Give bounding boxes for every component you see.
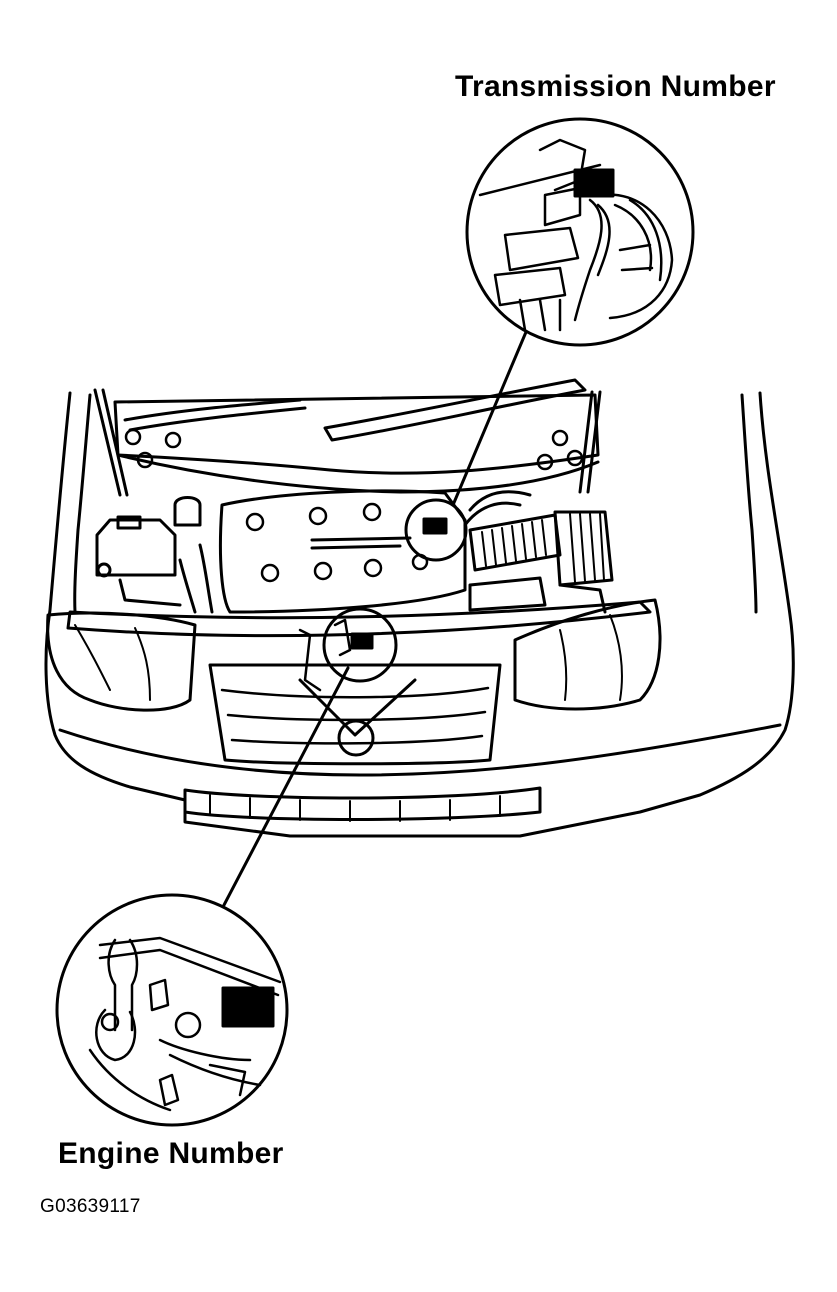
transmission-number-label: Transmission Number [455,70,776,103]
engine-number-plate [221,986,275,1028]
engine-target-circle [322,607,398,683]
grille-frame [208,663,502,766]
transmission-leader-line [451,330,528,507]
engine-number-callout [55,607,398,1127]
engine-number-label: Engine Number [58,1137,284,1170]
bumper-slats [209,794,501,822]
left-hoses [118,543,214,614]
transmission-target-circle [404,498,468,562]
crossbar-bolts [124,428,584,471]
car-body-outline [44,391,795,838]
air-intake-duct [468,513,562,572]
front-bumper [58,723,782,777]
upper-crossbar [116,453,600,494]
transmission-number-plate-small [422,517,448,535]
grille-center-v [298,678,417,737]
bumper-intake [183,786,542,821]
transmission-number-plate [573,168,615,198]
right-headlight-lens [559,614,623,701]
fluid-cap-left [96,562,112,578]
transmission-number-callout [404,117,695,562]
left-headlight-lens [74,624,151,701]
grille-emblem [337,719,375,757]
wiper-blade [323,378,587,442]
reservoir-cap [173,496,202,527]
engine-leader-line [222,666,350,907]
engine-magnified-view [55,893,289,1127]
radiator-support [66,600,652,638]
hood-strut-right [578,390,602,494]
car-front-view [44,378,795,838]
air-filter-box [553,510,614,587]
engine-detail [88,936,282,1112]
brake-fluid-reservoir [95,515,177,577]
right-headlight [513,598,662,711]
engine-target-detail [298,618,352,692]
left-headlight [46,611,197,712]
engine-number-plate-small [350,632,374,650]
wiper-blade-left [123,398,307,432]
intake-ribs [481,519,547,567]
engine-cover-bolts [245,502,429,583]
engine-cover [218,489,467,614]
engine-cover-rib [310,536,412,550]
cowl-panel [113,393,600,475]
transmission-detail [478,138,674,332]
air-filter-ribs [569,513,605,583]
transmission-magnified-view [465,117,695,347]
hood-strut-left [93,388,129,497]
intake-tube [463,490,532,527]
hood-opening [73,393,758,614]
figure-id: G03639117 [40,1196,141,1217]
